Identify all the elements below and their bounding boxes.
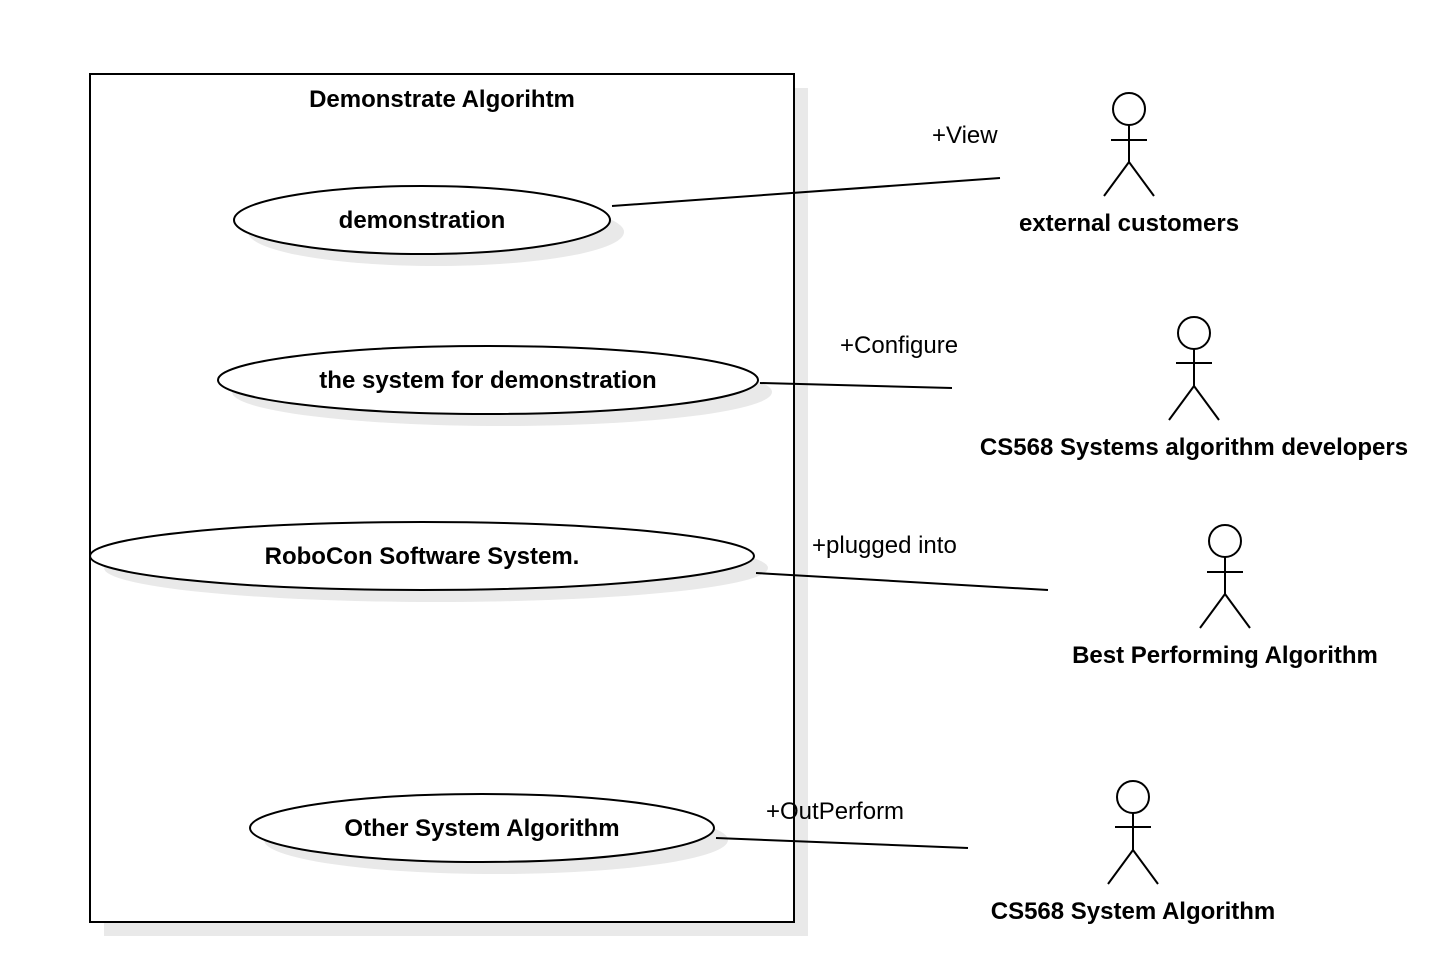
stick-figure-icon [1103, 92, 1155, 197]
use-case-label: Other System Algorithm [344, 815, 619, 842]
stick-figure-icon [1199, 524, 1251, 629]
use-case-label: demonstration [339, 207, 506, 234]
use-case-label: RoboCon Software System. [265, 543, 580, 570]
use-case-ellipse [249, 793, 715, 863]
use-case-robocon-software-system[interactable]: RoboCon Software System. [89, 521, 768, 602]
association-label: +Configure [840, 332, 958, 359]
actor-label: CS568 Systems algorithm developers [980, 434, 1408, 461]
association-line [759, 382, 953, 389]
actor-label: Best Performing Algorithm [1072, 642, 1378, 669]
association-line [611, 177, 1001, 207]
stick-figure-icon [1168, 316, 1220, 421]
association-configure[interactable]: +Configure [759, 332, 958, 389]
association-label: +plugged into [812, 532, 957, 559]
use-case-other-system-algorithm[interactable]: Other System Algorithm [249, 793, 728, 874]
actor-cs568-system-algorithm[interactable]: CS568 System Algorithm [991, 780, 1276, 925]
association-plugged-into[interactable]: +plugged into [755, 532, 1049, 591]
actor-label: external customers [1019, 210, 1239, 237]
association-line [715, 837, 969, 849]
actor-external-customers[interactable]: external customers [1019, 92, 1239, 237]
actor-best-performing-algorithm[interactable]: Best Performing Algorithm [1072, 524, 1378, 669]
use-case-ellipse [217, 345, 759, 415]
association-label: +OutPerform [766, 798, 904, 825]
use-case-ellipse [89, 521, 755, 591]
association-line [755, 572, 1049, 591]
actor-cs568-systems-algorithm-developers[interactable]: CS568 Systems algorithm developers [980, 316, 1408, 461]
system-title: Demonstrate Algorihtm [309, 86, 575, 113]
use-case-label: the system for demonstration [319, 367, 656, 394]
actor-label: CS568 System Algorithm [991, 898, 1276, 925]
stick-figure-icon [1107, 780, 1159, 885]
association-label: +View [932, 122, 998, 149]
association-view[interactable]: +View [611, 122, 1001, 207]
use-case-system-for-demonstration[interactable]: the system for demonstration [217, 345, 772, 426]
association-outperform[interactable]: +OutPerform [715, 798, 969, 849]
use-case-ellipse [233, 185, 611, 255]
use-case-demonstration[interactable]: demonstration [233, 185, 624, 266]
